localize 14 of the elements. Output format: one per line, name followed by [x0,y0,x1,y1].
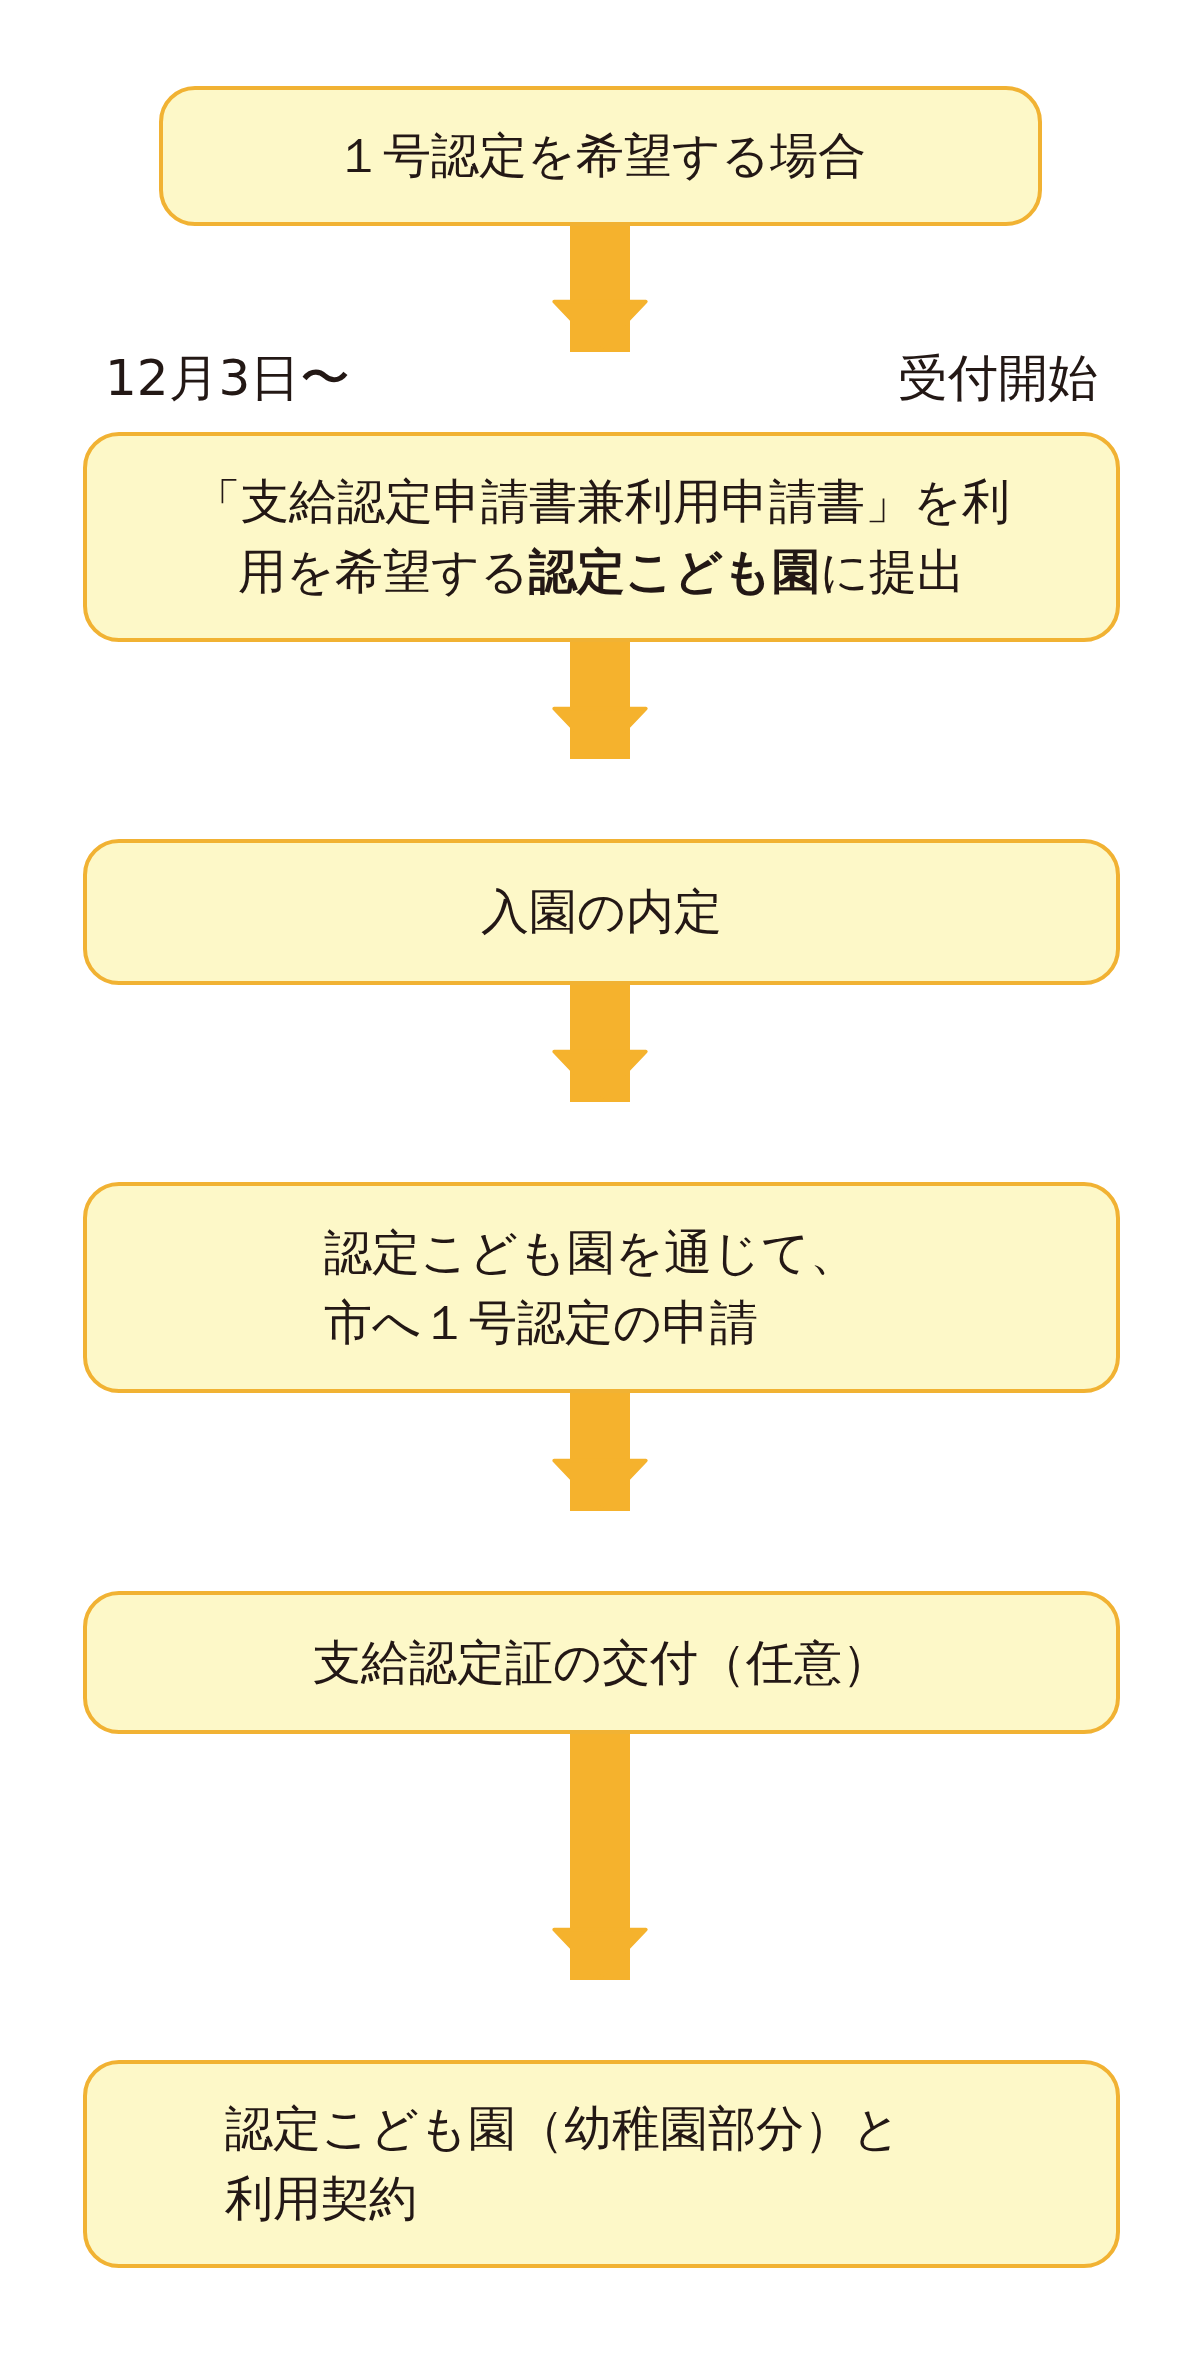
note-text: 受付開始 [898,348,1098,409]
step-text: 認定こども園を通じて、市へ１号認定の申請 [324,1222,859,1352]
process-box [83,1591,1120,1734]
step-text: １号認定を希望する場合 [335,126,866,186]
process-box [83,2060,1120,2268]
process-box [83,432,1120,642]
step-text: 「支給認定申請書兼利用申請書」を利用を希望する認定こども園に提出 [192,472,1011,601]
note-text: 12月3日〜 [105,348,351,409]
step-text: 入園の内定 [481,882,722,942]
step-text: 支給認定証の交付（任意） [313,1632,890,1692]
process-box [83,1182,1120,1393]
step-text: 認定こども園（幼稚園部分）と利用契約 [225,2099,902,2228]
process-box [159,86,1042,226]
process-box [83,839,1120,985]
